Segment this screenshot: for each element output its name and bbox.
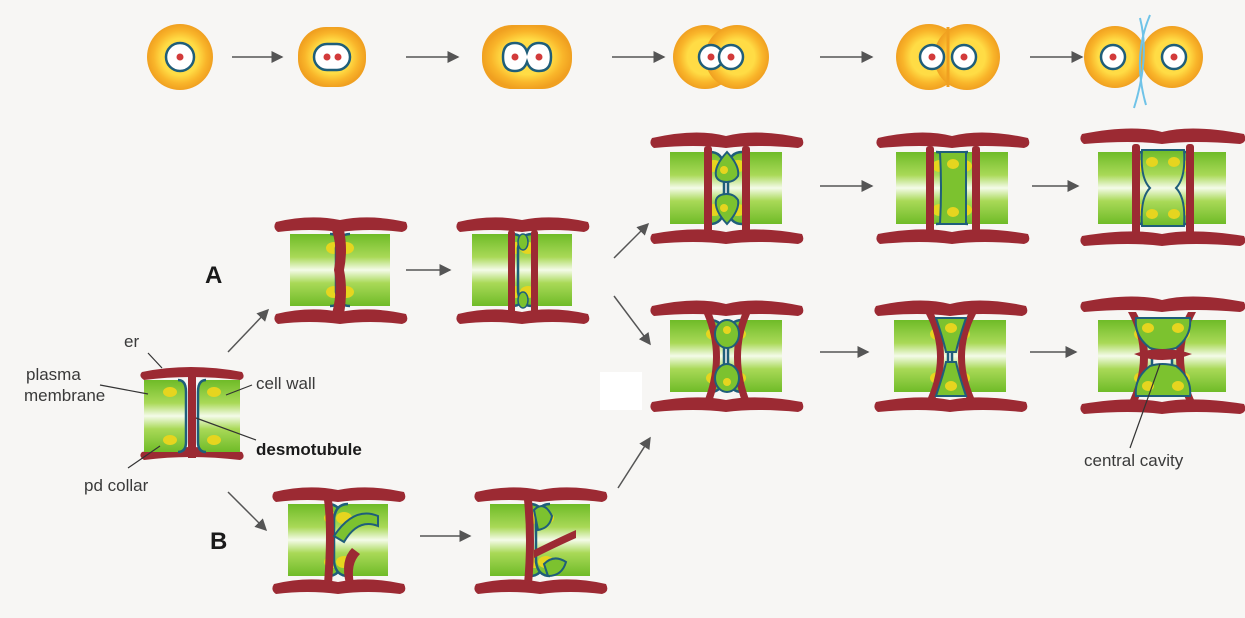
label-pd-collar: pd collar (84, 477, 148, 495)
label-er: er (124, 333, 139, 351)
pointer-plasma-membrane (100, 385, 148, 394)
pathway-a-stage-3 (650, 132, 803, 244)
pathway-a-stage-4 (876, 132, 1029, 244)
label-row-b: B (210, 528, 227, 556)
arrow (228, 310, 268, 352)
division-stage-5 (896, 24, 1000, 90)
division-stage-6 (1084, 15, 1203, 108)
arrow (618, 438, 650, 488)
division-stage-2 (298, 27, 366, 87)
pathway-a-stage-1 (274, 217, 407, 324)
pathway-b-stage-2 (474, 487, 607, 594)
pathway-b-stage-1 (272, 487, 405, 594)
label-central-cavity: central cavity (1084, 452, 1183, 470)
label-row-a: A (205, 262, 222, 290)
arrow (614, 296, 650, 344)
label-cell-wall: cell wall (256, 375, 316, 393)
division-stage-3 (482, 25, 572, 89)
white-patch (600, 372, 642, 410)
division-stage-1 (147, 24, 213, 90)
pathway-a-stage-2 (456, 217, 589, 324)
initial-plasmodesma (140, 367, 243, 460)
division-stage-4 (673, 25, 769, 89)
arrow (228, 492, 266, 530)
merge-stage-1 (650, 300, 803, 412)
pathway-a-stage-5 (1080, 128, 1245, 246)
label-desmotubule: desmotubule (256, 440, 362, 460)
pointer-er (148, 353, 162, 368)
label-plasma: plasma (26, 366, 81, 384)
merge-stage-2 (874, 300, 1027, 412)
arrow (614, 224, 648, 258)
label-membrane: membrane (24, 387, 105, 405)
merge-stage-3-central-cavity (1080, 296, 1245, 414)
